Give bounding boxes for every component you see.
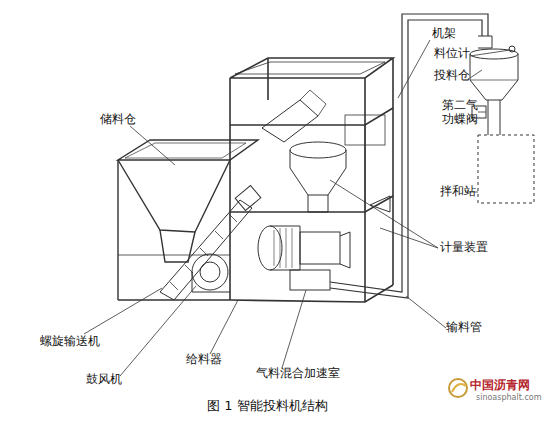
part-label: 输料管 [446,320,482,334]
figure-caption: 图 1 智能投料机结构 [207,398,328,414]
part-label: 投料仓 [434,68,470,82]
part-label: 给料器 [186,352,222,366]
part-label: 螺旋输送机 [40,334,100,348]
part-label: 鼓风机 [86,372,122,386]
watermark: 中国沥青网 [470,378,530,392]
mixing-station-outline [478,135,534,203]
frame [230,58,393,302]
watermark-logo [449,379,467,397]
storage-bin [118,140,258,300]
part-label: 计量装置 [440,240,488,254]
watermark: sinoasphalt.com [476,393,541,403]
conveying-pipe [330,14,488,298]
part-label: 储料仓 [100,112,136,126]
leader-lines [84,40,510,376]
part-label: 机架 [432,26,456,40]
mixing-chamber [258,226,350,290]
metering-device [262,90,390,212]
screw-conveyor [160,185,261,300]
part-label: 第二气 功蝶阀 [442,98,480,127]
part-label: 拌和站 [440,184,476,198]
blower [192,254,230,292]
part-label: 料位计 [434,46,470,60]
part-label: 气料混合加速室 [256,366,340,380]
